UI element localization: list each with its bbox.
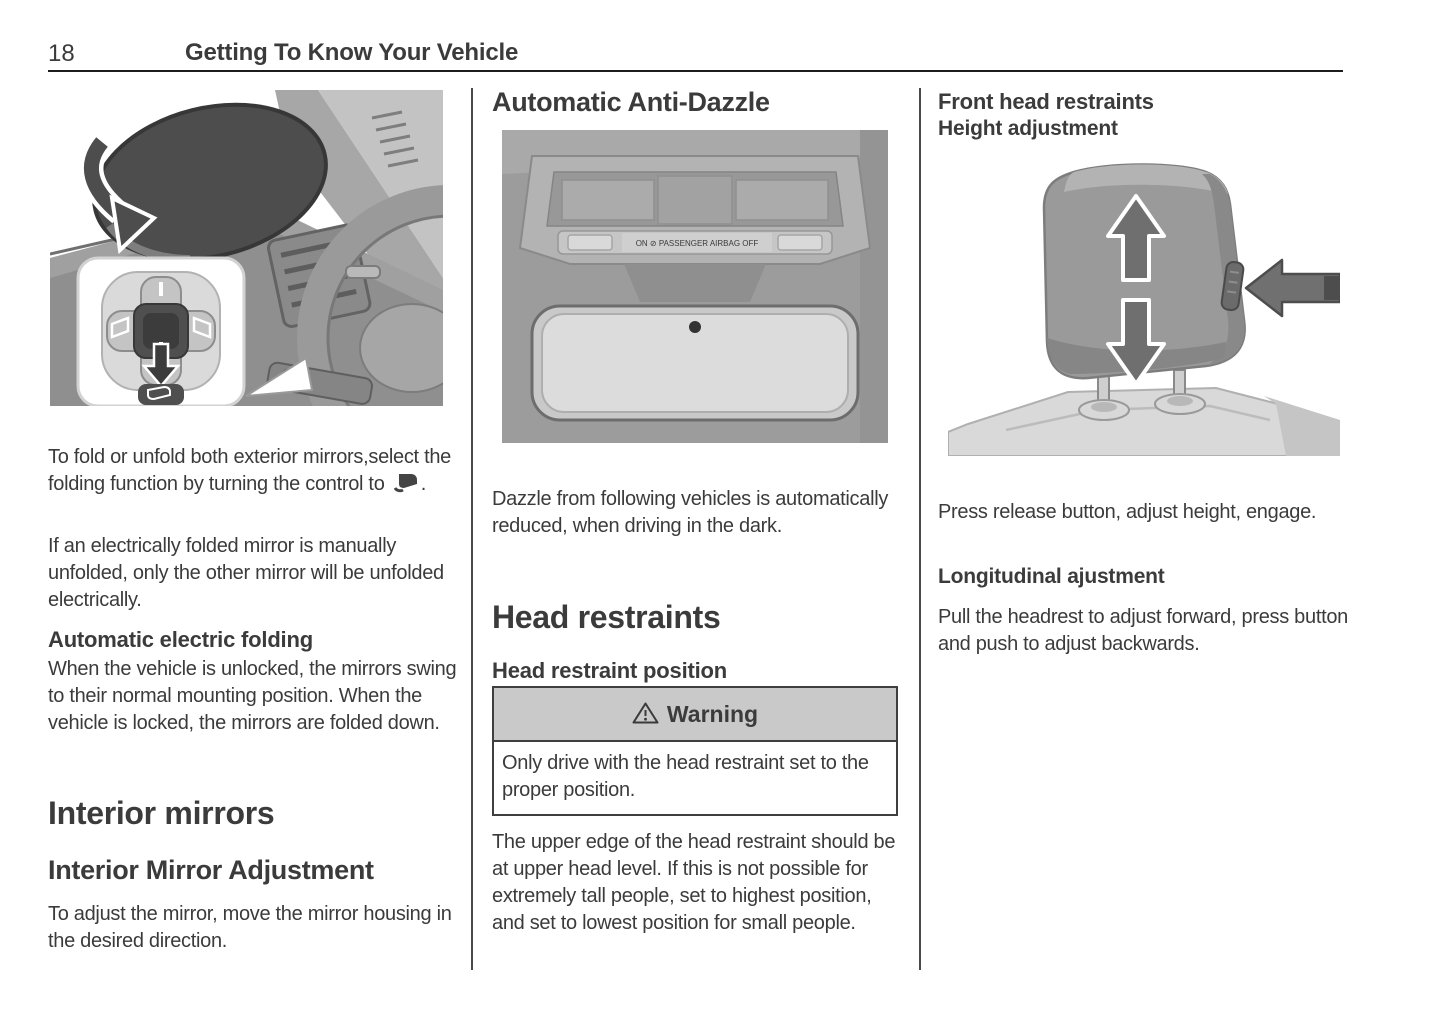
left-arrow-icon	[1244, 258, 1340, 318]
head-restraint	[1042, 163, 1246, 386]
height-adjustment-paragraph: Press release button, adjust height, eng…	[938, 501, 1317, 523]
warning-header: Warning	[494, 688, 896, 742]
automatic-electric-folding-paragraph: When the vehicle is unlocked, the mirror…	[48, 658, 457, 734]
automatic-electric-folding-heading: Automatic electric folding	[48, 627, 313, 652]
mirror-right-icon	[192, 316, 212, 339]
down-arrow-icon	[1106, 298, 1166, 386]
dazzle-paragraph: Dazzle from following vehicles is automa…	[492, 488, 889, 537]
overhead-console: ON ⊘ PASSENGER AIRBAG OFF	[518, 155, 872, 302]
mirror-fold-icon	[147, 385, 171, 401]
fold-arrow-icon	[79, 134, 158, 255]
release-button	[1220, 261, 1245, 312]
column-divider-2	[919, 88, 921, 970]
mirror-4way-control	[106, 276, 216, 405]
fold-mirrors-paragraph: To fold or unfold both exterior mirrors,…	[48, 446, 451, 495]
headrest-posts	[1078, 369, 1206, 421]
front-head-restraints-heading: Front head restraints	[938, 89, 1154, 114]
upper-edge-paragraph: The upper edge of the head restraint sho…	[492, 831, 896, 934]
fold-paragraph-text: To fold or unfold both exterior mirrors,…	[48, 446, 451, 495]
page-number: 18	[48, 40, 75, 67]
mirror-control-inset	[76, 256, 246, 406]
airbag-switch-strip: ON ⊘ PASSENGER AIRBAG OFF	[557, 230, 833, 255]
interior-mirror-adjustment-paragraph: To adjust the mirror, move the mirror ho…	[48, 903, 452, 952]
rearview-mirror	[530, 304, 860, 422]
warning-title: Warning	[666, 701, 759, 727]
warning-triangle-icon	[632, 702, 659, 724]
head-restraint-position-heading: Head restraint position	[492, 658, 727, 683]
exterior-mirror-folding-illustration	[50, 90, 443, 406]
anti-dazzle-mirror-illustration: ON ⊘ PASSENGER AIRBAG OFF	[502, 130, 888, 443]
warning-body: Only drive with the head restraint set t…	[502, 752, 869, 801]
speaker-grille	[371, 110, 419, 168]
height-adjustment-heading: Height adjustment	[938, 117, 1118, 140]
header-rule	[48, 70, 1343, 72]
mirror-left-icon	[110, 316, 130, 339]
column-divider-1	[471, 88, 473, 970]
head-restraint-illustration	[948, 152, 1340, 456]
manual-unfold-paragraph: If an electrically folded mirror is manu…	[48, 535, 444, 611]
interior-mirror-adjustment-heading: Interior Mirror Adjustment	[48, 855, 374, 885]
steering-wheel	[297, 185, 443, 406]
seat-back	[948, 386, 1340, 456]
mirror-mount	[624, 264, 766, 302]
warning-box: Warning Only drive with the head restrai…	[492, 686, 898, 816]
up-arrow-icon	[1106, 194, 1166, 282]
head-restraints-heading: Head restraints	[492, 599, 721, 635]
anti-dazzle-sensor	[689, 321, 701, 333]
reading-lamp-left	[561, 179, 655, 221]
longitudinal-adjustment-paragraph: Pull the headrest to adjust forward, pre…	[938, 606, 1348, 655]
passenger-airbag-label: ON ⊘ PASSENGER AIRBAG OFF	[636, 239, 759, 248]
mirror-fold-icon	[393, 474, 417, 493]
interior-mirrors-heading: Interior mirrors	[48, 795, 275, 831]
longitudinal-adjustment-heading: Longitudinal ajustment	[938, 565, 1165, 588]
reading-lamp-right	[735, 179, 829, 221]
page-title: Getting To Know Your Vehicle	[185, 39, 519, 66]
down-arrow-icon	[141, 342, 181, 388]
automatic-anti-dazzle-heading: Automatic Anti-Dazzle	[492, 87, 770, 117]
callout-pointer	[245, 356, 314, 397]
